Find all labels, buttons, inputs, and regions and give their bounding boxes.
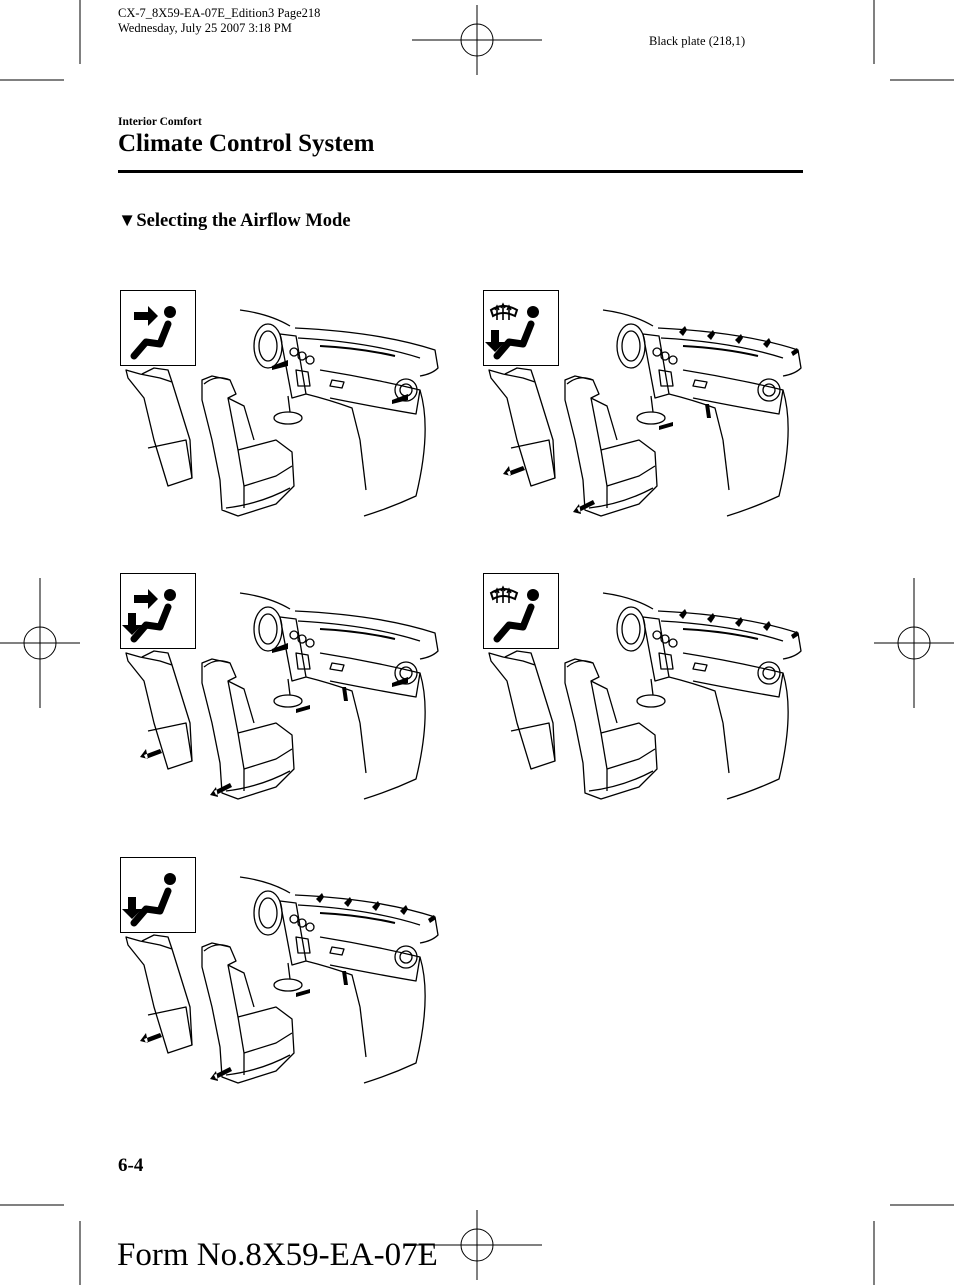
print-timestamp: Wednesday, July 25 2007 3:18 PM	[118, 21, 292, 35]
airflow-illustration-defroster	[483, 573, 813, 818]
page-title: Climate Control System	[118, 130, 375, 157]
subheading: ▼Selecting the Airflow Mode	[118, 211, 351, 232]
face-airflow-icon	[120, 290, 196, 366]
defroster-airflow-icon	[483, 573, 559, 649]
page-number: 6-4	[118, 1155, 144, 1176]
airflow-illustration-face	[120, 290, 450, 535]
form-number: Form No.8X59-EA-07E	[117, 1237, 438, 1273]
title-rule	[118, 170, 803, 173]
subheading-text: Selecting the Airflow Mode	[136, 211, 351, 231]
airflow-illustration-floor	[120, 857, 450, 1102]
floor-defroster-airflow-icon	[483, 290, 559, 366]
print-job-name: CX-7_8X59-EA-07E_Edition3 Page218	[118, 6, 321, 20]
bi-level-airflow-icon	[120, 573, 196, 649]
floor-airflow-icon	[120, 857, 196, 933]
section-label: Interior Comfort	[118, 116, 202, 128]
airflow-illustration-floor-defroster	[483, 290, 813, 535]
print-info: CX-7_8X59-EA-07E_Edition3 Page218 Wednes…	[118, 6, 320, 36]
plate-label: Black plate (218,1)	[649, 34, 746, 48]
airflow-illustration-bi-level	[120, 573, 450, 818]
subheading-marker: ▼	[118, 211, 137, 231]
